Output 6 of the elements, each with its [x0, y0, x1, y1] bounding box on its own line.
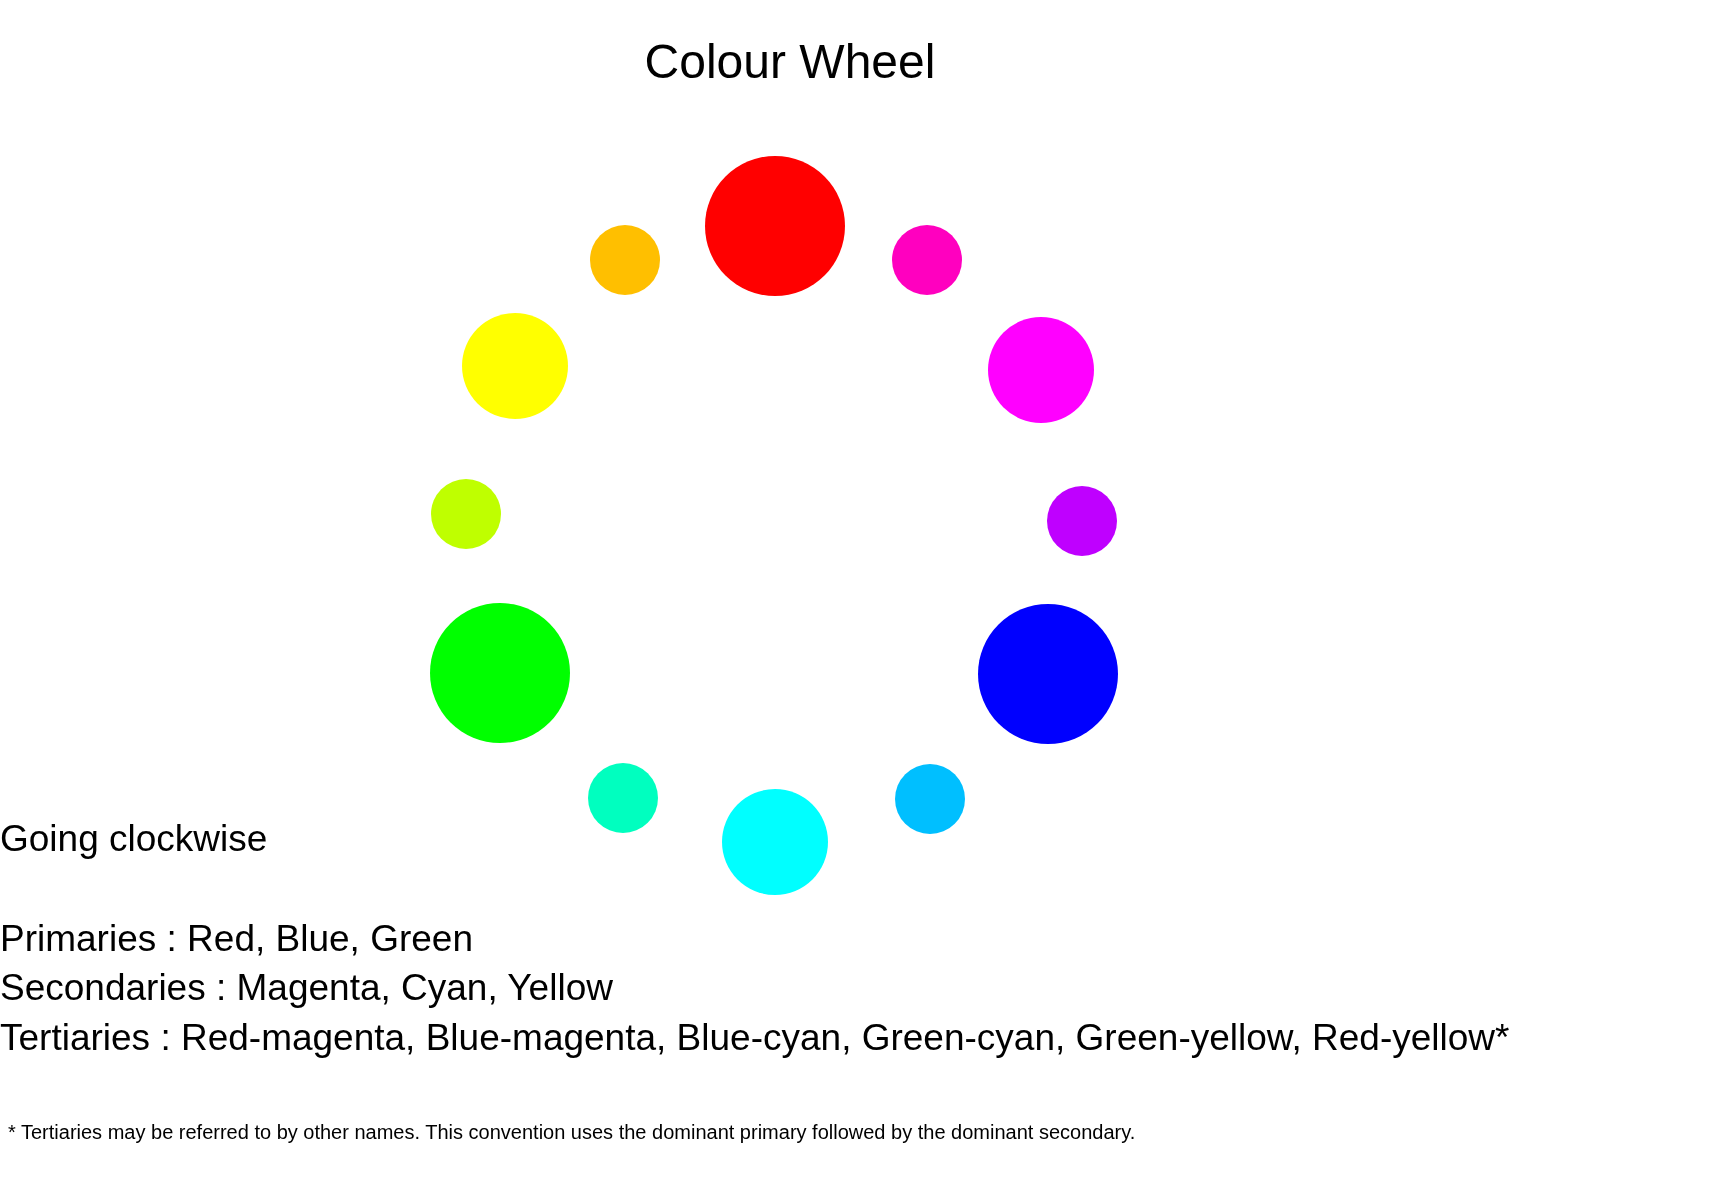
caption-text: Primaries : Red, Blue, Green: [0, 919, 473, 957]
caption-text: Tertiaries : Red-magenta, Blue-magenta, Blue-cyan, Green-cyan, Green-yellow, Red-yellow*: [0, 1018, 1510, 1056]
caption-text: Secondaries : Magenta, Cyan, Yellow: [0, 968, 613, 1006]
caption-text: Going clockwise: [0, 819, 268, 857]
title: Colour Wheel: [643, 38, 937, 86]
footnote: * Tertiaries may be referred to by other names. This convention uses the dominant primary followed by the dominant secondary.: [8, 1122, 1136, 1142]
